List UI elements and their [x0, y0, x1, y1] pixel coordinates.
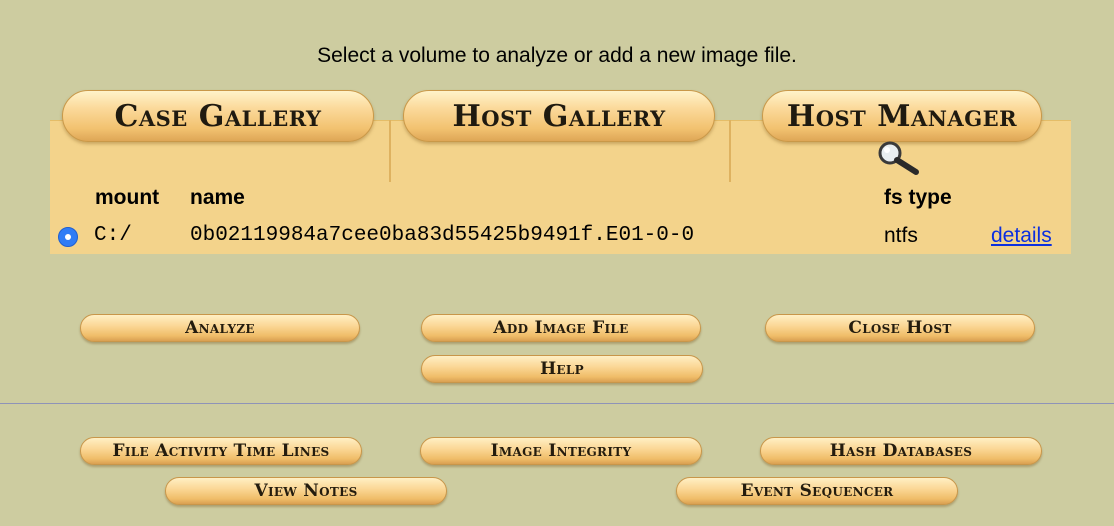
- add-image-file-button[interactable]: Add Image File: [421, 314, 701, 342]
- tab-divider: [389, 120, 391, 182]
- image-integrity-button[interactable]: Image Integrity: [420, 437, 702, 465]
- volume-mount: C:/: [94, 224, 132, 247]
- event-sequencer-button[interactable]: Event Sequencer: [676, 477, 958, 505]
- volume-fs-type: ntfs: [884, 224, 918, 247]
- volume-details-link[interactable]: details: [991, 224, 1052, 247]
- magnifier-icon: [878, 141, 919, 175]
- column-header-fs-type: fs type: [884, 186, 952, 209]
- close-host-button[interactable]: Close Host: [765, 314, 1035, 342]
- volume-radio-button[interactable]: [58, 227, 78, 247]
- tab-host-gallery[interactable]: Host Gallery: [403, 90, 715, 142]
- tab-case-gallery[interactable]: Case Gallery: [62, 90, 374, 142]
- analyze-button[interactable]: Analyze: [80, 314, 360, 342]
- volume-name: 0b02119984a7cee0ba83d55425b9491f.E01-0-0: [190, 224, 695, 247]
- column-header-name: name: [190, 186, 245, 209]
- help-button[interactable]: Help: [421, 355, 703, 383]
- column-header-mount: mount: [95, 186, 160, 209]
- view-notes-button[interactable]: View Notes: [165, 477, 447, 505]
- section-divider: [0, 403, 1114, 404]
- tab-host-manager[interactable]: Host Manager: [762, 90, 1042, 142]
- hash-databases-button[interactable]: Hash Databases: [760, 437, 1042, 465]
- file-activity-time-lines-button[interactable]: File Activity Time Lines: [80, 437, 362, 465]
- volume-table: [50, 182, 1071, 254]
- instructions-text: Select a volume to analyze or add a new …: [317, 44, 797, 67]
- tab-divider: [729, 120, 731, 182]
